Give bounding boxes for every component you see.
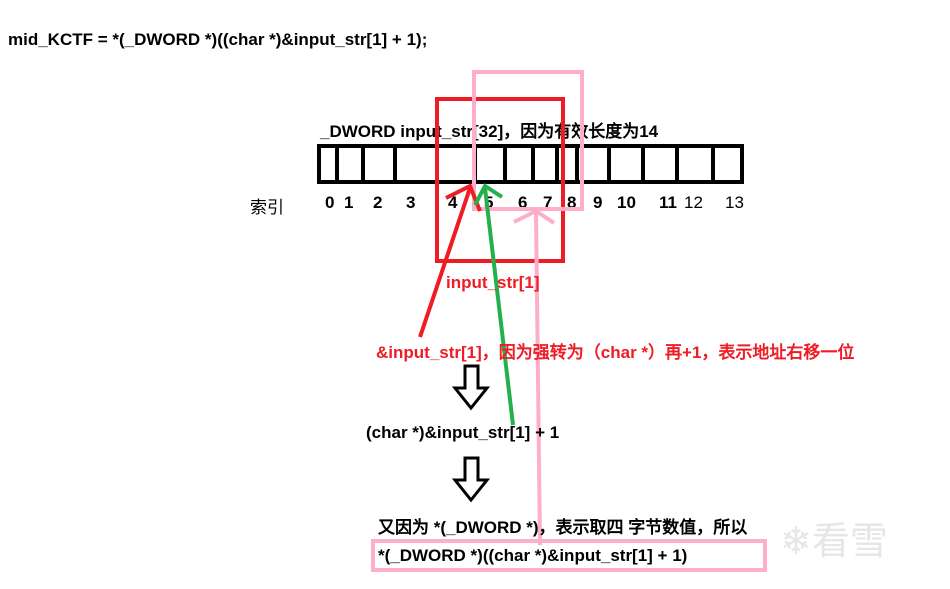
- array-label: _DWORD input_str[32]，因为有效长度为14: [320, 122, 659, 141]
- red-note: &input_str[1]，因为强转为（char *）再+1，表示地址右移一位: [376, 343, 855, 362]
- index-9: 9: [593, 193, 603, 212]
- index-6: 6: [518, 193, 528, 212]
- step1-expression: (char *)&input_str[1] + 1: [366, 423, 560, 442]
- index-3: 3: [406, 193, 416, 212]
- down-arrow-icon: [451, 364, 491, 411]
- index-11: 11: [659, 193, 677, 212]
- red-box-label: input_str[1]: [446, 273, 540, 292]
- index-5: 5: [484, 193, 494, 212]
- index-10: 10: [617, 193, 636, 212]
- index-7: 7: [543, 193, 553, 212]
- array-outline: [317, 144, 744, 184]
- green-arrow-icon: [473, 183, 515, 426]
- index-4: 4: [448, 193, 458, 212]
- index-2: 2: [373, 193, 383, 212]
- result-expression: *(_DWORD *)((char *)&input_str[1] + 1): [378, 546, 688, 565]
- index-8: 8: [567, 193, 577, 212]
- down-arrow-icon: [451, 456, 491, 503]
- index-13: 13: [725, 193, 744, 212]
- watermark-logo: ❄看雪: [780, 519, 888, 563]
- result-box: [371, 539, 767, 572]
- index-12: 12: [684, 193, 703, 212]
- red-highlight-box: [435, 97, 565, 263]
- array-cells: [317, 144, 744, 184]
- index-label: 索引: [250, 198, 284, 217]
- step2-note: 又因为 *(_DWORD *)，表示取四 字节数值，所以: [378, 518, 748, 537]
- pink-highlight-box: [472, 70, 584, 211]
- index-1: 1: [344, 193, 354, 212]
- heading-code: mid_KCTF = *(_DWORD *)((char *)&input_st…: [8, 30, 428, 49]
- pink-arrow-icon: [513, 208, 556, 546]
- index-0: 0: [325, 193, 335, 212]
